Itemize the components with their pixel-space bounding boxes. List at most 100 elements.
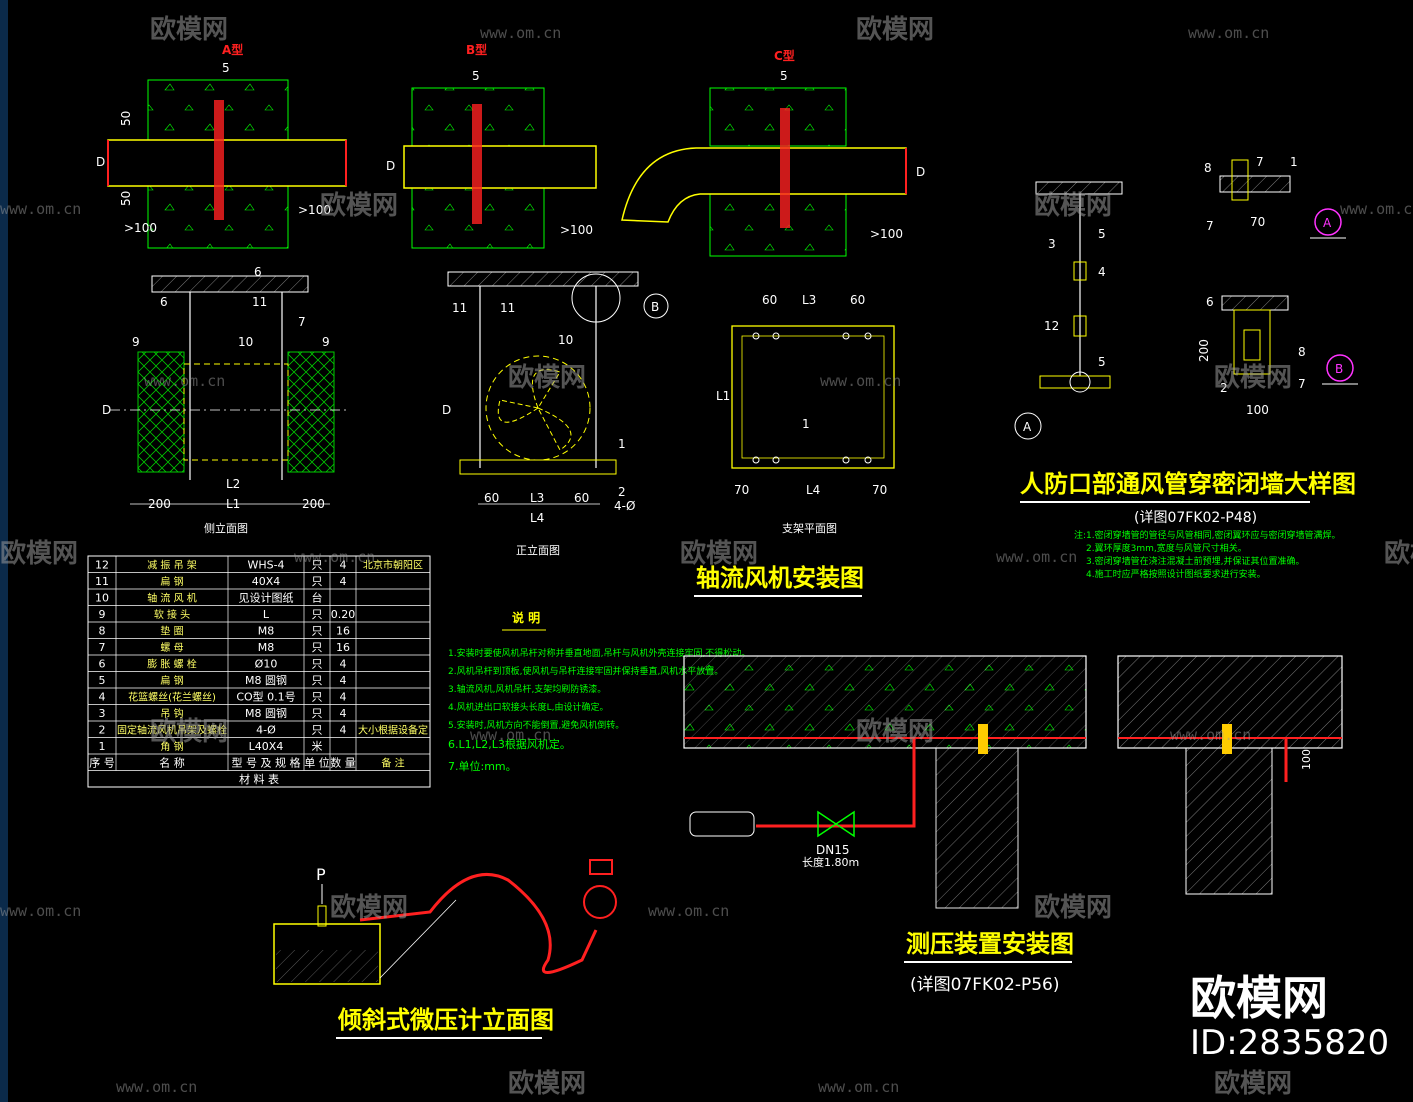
table-cell: 米 (312, 740, 323, 753)
svg-text:www.om.cn: www.om.cn (1170, 726, 1251, 744)
table-cell: 只 (312, 724, 323, 737)
watermarks: 欧模网 www.om.cn 欧模网 www.om.cn www.om.cn 欧模… (0, 14, 1413, 1099)
svg-text:3.密闭穿墙管在浇注混凝土前预埋,并保证其位置准确。: 3.密闭穿墙管在浇注混凝土前预埋,并保证其位置准确。 (1086, 555, 1304, 567)
notes-heading: 说 明 (512, 610, 540, 625)
material-table-footer: 材 料 表 (239, 772, 279, 786)
table-header-cell: 数 量 (330, 757, 356, 770)
svg-text:B: B (651, 300, 659, 314)
table-cell: 大小根据设备定 (358, 724, 428, 737)
wall-detail-title: 人防口部通风管穿密闭墙大样图 (1020, 470, 1356, 498)
fan-notes: 说 明 1.安装时要使风机吊杆对称并垂直地面,吊杆与风机外壳连接牢固,不得松动。… (448, 610, 750, 773)
table-cell: 只 (312, 575, 323, 588)
svg-text:欧模网: 欧模网 (1214, 1068, 1292, 1099)
pipe-c-elbow (621, 147, 907, 223)
svg-text:5.安装时,风机方向不能倒置,避免风机倒转。: 5.安装时,风机方向不能倒置,避免风机倒转。 (448, 719, 624, 731)
flange-c (780, 108, 790, 228)
svg-text:欧模网: 欧模网 (1034, 190, 1112, 221)
flange-b (472, 104, 482, 224)
svg-text:9: 9 (132, 335, 140, 349)
svg-text:长度1.80m: 长度1.80m (802, 855, 859, 869)
svg-text:L4: L4 (530, 511, 544, 525)
svg-text:L3: L3 (530, 491, 544, 505)
table-cell: 9 (99, 608, 106, 621)
svg-text:60: 60 (574, 491, 589, 505)
table-cell: M8 圆钢 (245, 707, 287, 720)
table-cell: 4-Ø (256, 724, 276, 737)
svg-text:欧模网: 欧模网 (150, 716, 228, 747)
svg-text:2: 2 (1220, 381, 1228, 395)
brand-id: ID:2835820 (1190, 1023, 1389, 1063)
table-cell: 5 (99, 674, 106, 687)
table-cell: 角 钢 (160, 740, 183, 753)
pressure-pipe (756, 738, 916, 828)
table-cell: 10 (95, 592, 109, 605)
table-cell: 固定轴流风机吊架及螺栓 (117, 724, 227, 737)
svg-text:200: 200 (302, 497, 325, 511)
svg-text:6: 6 (1206, 295, 1214, 309)
table-cell: 花篮螺丝(花兰螺丝) (128, 691, 216, 704)
svg-text:欧模网: 欧模网 (1384, 538, 1413, 569)
svg-text:11: 11 (452, 301, 467, 315)
table-cell: 扁 钢 (160, 575, 183, 588)
table-cell: CO型 0.1号 (236, 690, 295, 704)
table-cell: WHS-4 (247, 559, 284, 572)
svg-text:60: 60 (762, 293, 777, 307)
table-cell: 只 (312, 674, 323, 687)
type-c-label: C型 (774, 48, 795, 63)
pressure-install-title: 测压装置安装图 (906, 930, 1074, 958)
svg-text:欧模网: 欧模网 (680, 538, 758, 569)
svg-text:200: 200 (148, 497, 171, 511)
svg-text:欧模网: 欧模网 (508, 362, 586, 393)
table-header-cell: 序 号 (89, 756, 115, 770)
svg-text:5: 5 (1098, 227, 1106, 241)
svg-text:50: 50 (119, 111, 133, 126)
table-cell: Ø10 (255, 658, 278, 671)
svg-text:B: B (1335, 362, 1343, 376)
svg-text:4-Ø: 4-Ø (614, 499, 635, 513)
svg-text:P: P (316, 865, 326, 884)
table-cell: 吊 钩 (160, 708, 183, 720)
table-cell: 北京市朝阳区 (363, 559, 423, 572)
type-a-label: A型 (222, 42, 243, 57)
table-cell: 4 (340, 707, 347, 720)
table-cell: 3 (99, 707, 106, 720)
svg-text:欧模网: 欧模网 (856, 716, 934, 747)
manometer-tank (273, 923, 381, 985)
svg-text:8: 8 (1204, 161, 1212, 175)
svg-text:1: 1 (802, 417, 810, 431)
table-header-cell: 备 注 (381, 757, 404, 770)
type-b-label: B型 (466, 42, 487, 57)
svg-text:1.安装时要使风机吊杆对称并垂直地面,吊杆与风机外壳连接牢固: 1.安装时要使风机吊杆对称并垂直地面,吊杆与风机外壳连接牢固,不得松动。 (448, 647, 750, 659)
pipe-b (403, 145, 597, 189)
svg-text:100: 100 (1246, 403, 1269, 417)
table-cell: M8 (258, 625, 275, 638)
table-cell: 40X4 (252, 575, 281, 588)
table-cell: 16 (336, 625, 350, 638)
pressure-tap-valve (583, 885, 617, 919)
svg-text:1: 1 (618, 437, 626, 451)
svg-text:7.单位:mm。: 7.单位:mm。 (448, 759, 517, 773)
wall-detail-ref: (详图07FK02-P48) (1134, 510, 1257, 526)
detail-circle-b (571, 273, 621, 323)
table-cell: 轴 流 风 机 (147, 592, 197, 605)
table-cell: 4 (340, 674, 347, 687)
svg-text:D: D (102, 403, 111, 417)
svg-text:3.轴流风机,风机吊杆,支架均刷防锈漆。: 3.轴流风机,风机吊杆,支架均刷防锈漆。 (448, 683, 606, 695)
svg-text:D: D (916, 165, 925, 179)
micromanometer-view: P (273, 859, 617, 985)
table-cell: 11 (95, 575, 109, 588)
table-cell: L40X4 (249, 740, 284, 753)
svg-text:7: 7 (298, 315, 306, 329)
table-cell: 7 (99, 641, 106, 654)
svg-text:www.om.cn: www.om.cn (470, 726, 551, 744)
svg-text:5: 5 (222, 61, 230, 75)
svg-text:>100: >100 (560, 223, 593, 237)
table-cell: 见设计图纸 (239, 592, 294, 605)
svg-text:60: 60 (484, 491, 499, 505)
svg-text:11: 11 (252, 295, 267, 309)
table-cell: 6 (99, 658, 106, 671)
svg-text:4: 4 (1098, 265, 1106, 279)
fan-install-title: 轴流风机安装图 (696, 564, 864, 592)
